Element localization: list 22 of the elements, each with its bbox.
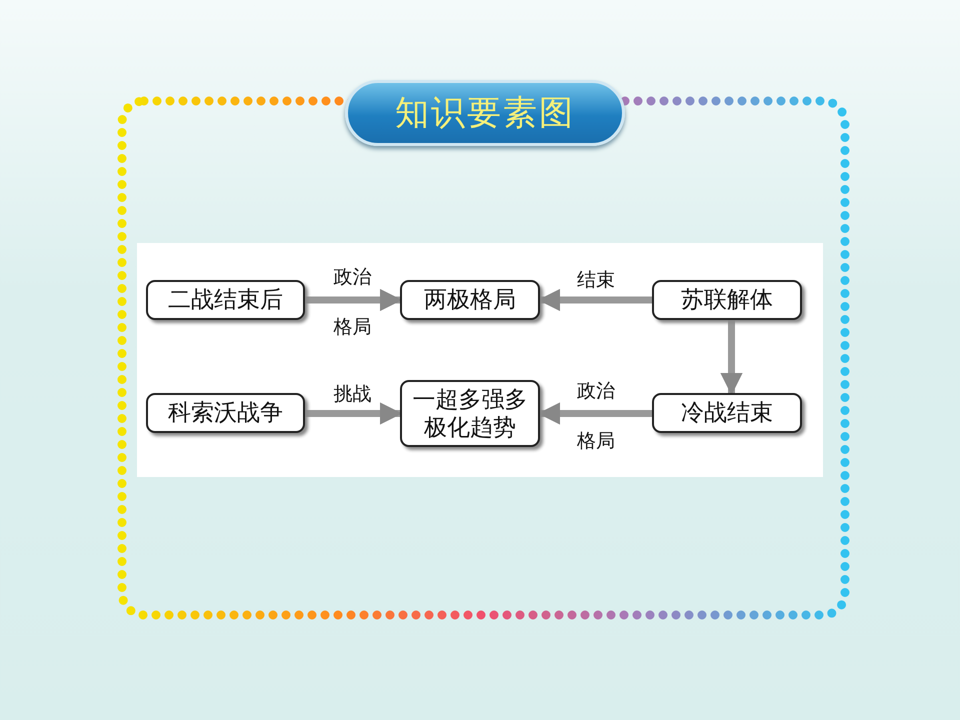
arrow [720,320,743,396]
rounded-box [146,280,305,320]
rounded-box [652,280,802,320]
node-text: 科索沃战争 [167,399,284,427]
arrow [538,402,652,425]
arrow [305,402,402,425]
arrow [538,288,652,312]
edge-label: 结束 [576,268,616,292]
node-text: 冷战结束 [680,399,774,427]
node-text: 两极格局 [423,286,517,314]
edge-label: 政治格局 [332,265,372,340]
title-banner: 知识要素图 [345,80,625,146]
edge-label: 挑战 [332,382,372,406]
node-text: 苏联解体 [680,286,774,314]
edge-label: 政治格局 [576,378,616,454]
rounded-box [400,380,540,447]
node-text: 二战结束后 [167,286,284,314]
rounded-box [652,393,802,433]
node-text: 一超多强多极化趋势 [412,386,528,442]
arrow [305,288,402,312]
rounded-box [400,280,540,320]
rounded-box [146,393,305,433]
